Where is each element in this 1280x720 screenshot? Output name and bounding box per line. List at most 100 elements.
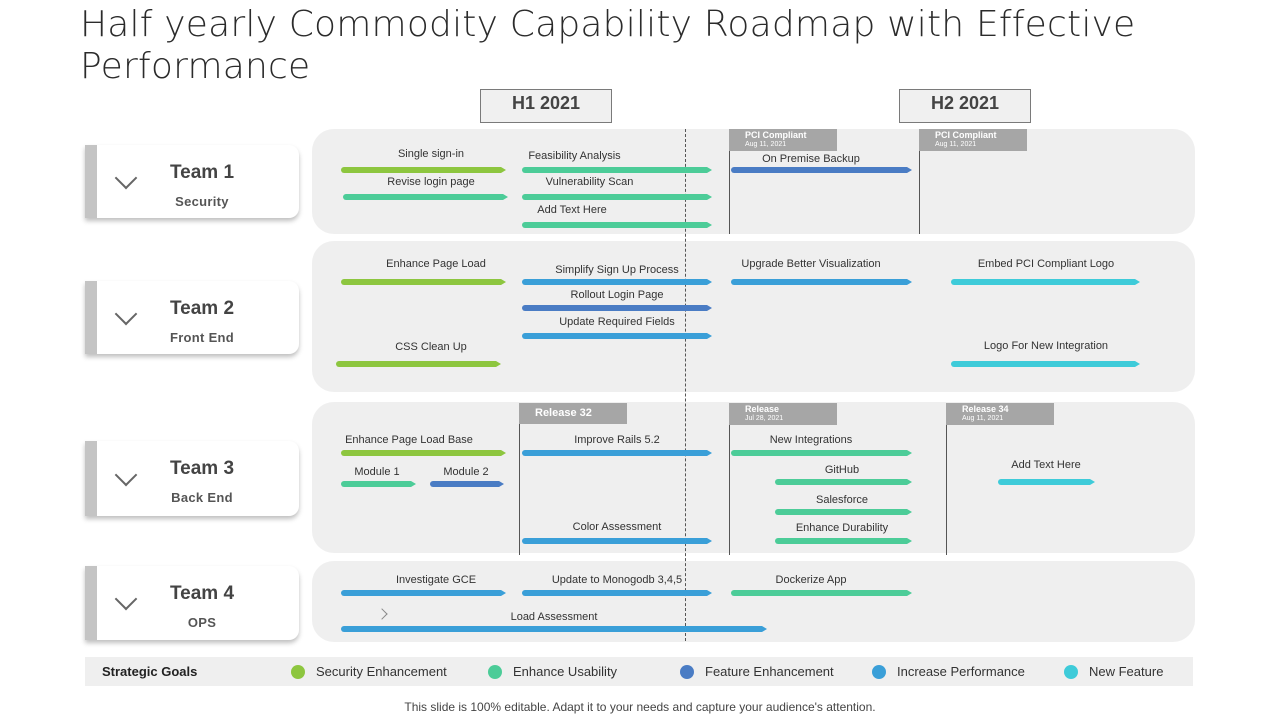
footer-note: This slide is 100% editable. Adapt it to… bbox=[404, 700, 876, 714]
task-bar-usability bbox=[731, 450, 912, 456]
task-label: Investigate GCE bbox=[395, 574, 477, 586]
legend: Strategic Goals Security Enhancement Enh… bbox=[85, 657, 1193, 686]
task-bar-feature bbox=[731, 167, 912, 173]
milestone-line bbox=[919, 151, 920, 234]
task-bar-performance bbox=[731, 279, 912, 285]
team-subtitle: Front End bbox=[169, 330, 235, 345]
chevron-down-icon[interactable] bbox=[114, 166, 138, 189]
task-bar-usability bbox=[775, 538, 912, 544]
legend-item: Increase Performance bbox=[897, 664, 1025, 679]
task-label: Salesforce bbox=[816, 494, 868, 506]
period-h1: H1 2021 bbox=[477, 86, 612, 123]
chevron-down-icon[interactable] bbox=[114, 302, 138, 325]
task-bar-performance bbox=[522, 450, 712, 456]
task-label: Add Text Here bbox=[1011, 459, 1081, 471]
task-label: Enhance Page Load bbox=[386, 258, 486, 270]
marker-label: PCI Compliant bbox=[745, 130, 807, 140]
marker-label: Release bbox=[745, 404, 780, 414]
task-label: Enhance Durability bbox=[795, 522, 889, 534]
task-bar-performance bbox=[522, 538, 712, 544]
task-label: Logo For New Integration bbox=[983, 340, 1109, 352]
task-bar-security bbox=[341, 279, 506, 285]
task-bar-performance bbox=[522, 333, 712, 339]
legend-dot-performance bbox=[872, 665, 886, 679]
legend-dot-security bbox=[291, 665, 305, 679]
legend-item: Feature Enhancement bbox=[705, 664, 834, 679]
team-card-3[interactable]: Team 3 Back End bbox=[85, 441, 299, 516]
task-bar-usability bbox=[522, 194, 712, 200]
legend-dot-new bbox=[1064, 665, 1078, 679]
task-bar-new bbox=[951, 361, 1140, 367]
team-card-2[interactable]: Team 2 Front End bbox=[85, 281, 299, 354]
task-label: Color Assessment bbox=[572, 521, 662, 533]
team-subtitle: OPS bbox=[187, 615, 217, 630]
task-label: Simplify Sign Up Process bbox=[555, 264, 679, 276]
task-bar-performance bbox=[341, 590, 506, 596]
task-label: Add Text Here bbox=[537, 204, 607, 216]
task-bar-security bbox=[341, 167, 506, 173]
task-label: Embed PCI Compliant Logo bbox=[977, 258, 1115, 270]
team-card-4[interactable]: Team 4 OPS bbox=[85, 566, 299, 640]
task-bar-new bbox=[951, 279, 1140, 285]
team-name: Team 4 bbox=[169, 583, 235, 604]
task-label: GitHub bbox=[824, 464, 860, 476]
team-name: Team 3 bbox=[169, 458, 235, 479]
team-card-1[interactable]: Team 1 Security bbox=[85, 145, 299, 218]
task-label: Module 1 bbox=[354, 466, 400, 478]
marker-date: Aug 11, 2021 bbox=[935, 141, 977, 148]
chevron-down-icon[interactable] bbox=[114, 587, 138, 611]
task-label: Vulnerability Scan bbox=[545, 176, 634, 188]
task-bar-usability bbox=[341, 481, 416, 487]
marker-date: Aug 11, 2021 bbox=[962, 415, 1004, 422]
team-subtitle: Security bbox=[175, 194, 229, 209]
task-label: On Premise Backup bbox=[762, 153, 860, 165]
task-bar-security bbox=[336, 361, 501, 367]
chevron-down-icon[interactable] bbox=[114, 463, 138, 486]
task-bar-performance bbox=[522, 279, 712, 285]
task-bar-performance bbox=[522, 590, 712, 596]
task-bar-feature bbox=[522, 305, 712, 311]
task-label: Rollout Login Page bbox=[570, 289, 664, 301]
team-subtitle: Back End bbox=[171, 490, 233, 505]
task-label: Module 2 bbox=[443, 466, 489, 478]
task-bar-feature bbox=[430, 481, 504, 487]
task-label: Dockerize App bbox=[775, 574, 847, 586]
mid-year-divider bbox=[685, 129, 686, 641]
task-bar-performance bbox=[341, 626, 767, 632]
task-label: Single sign-in bbox=[397, 148, 465, 160]
task-label: New Integrations bbox=[769, 434, 853, 446]
task-bar-usability bbox=[775, 479, 912, 485]
milestone-marker: PCI Compliant Aug 11, 2021 bbox=[919, 129, 1027, 151]
milestone-marker: Release Jul 28, 2021 bbox=[729, 403, 837, 425]
milestone-line bbox=[729, 423, 730, 555]
legend-item: Enhance Usability bbox=[513, 664, 618, 679]
marker-date: Aug 11, 2021 bbox=[745, 141, 787, 148]
marker-label: Release 34 bbox=[962, 404, 1009, 414]
marker-label: PCI Compliant bbox=[935, 130, 997, 140]
milestone-line bbox=[519, 423, 520, 555]
task-bar-security bbox=[341, 450, 506, 456]
legend-heading: Strategic Goals bbox=[102, 664, 198, 679]
task-label: Load Assessment bbox=[510, 611, 598, 623]
milestone-marker: PCI Compliant Aug 11, 2021 bbox=[729, 129, 837, 151]
task-bar-new bbox=[998, 479, 1095, 485]
task-label: CSS Clean Up bbox=[395, 341, 467, 353]
slide-title: Half yearly Commodity Capability Roadmap… bbox=[80, 4, 1136, 87]
legend-dot-feature bbox=[680, 665, 694, 679]
task-bar-usability bbox=[343, 194, 508, 200]
milestone-line bbox=[729, 151, 730, 234]
legend-item: New Feature bbox=[1089, 664, 1164, 679]
task-bar-usability bbox=[522, 167, 712, 173]
task-label: Revise login page bbox=[387, 176, 475, 188]
task-label: Upgrade Better Visualization bbox=[741, 258, 881, 270]
task-label: Feasibility Analysis bbox=[528, 150, 621, 162]
marker-label: Release 32 bbox=[535, 407, 592, 419]
milestone-marker: Release 32 bbox=[519, 403, 627, 424]
marker-date: Jul 28, 2021 bbox=[745, 415, 784, 422]
task-bar-usability bbox=[522, 222, 712, 228]
task-bar-usability bbox=[775, 509, 912, 515]
milestone-marker: Release 34 Aug 11, 2021 bbox=[946, 403, 1054, 425]
lane-team-3 bbox=[312, 402, 1195, 553]
task-label: Update Required Fields bbox=[559, 316, 675, 328]
task-label: Improve Rails 5.2 bbox=[574, 434, 660, 446]
